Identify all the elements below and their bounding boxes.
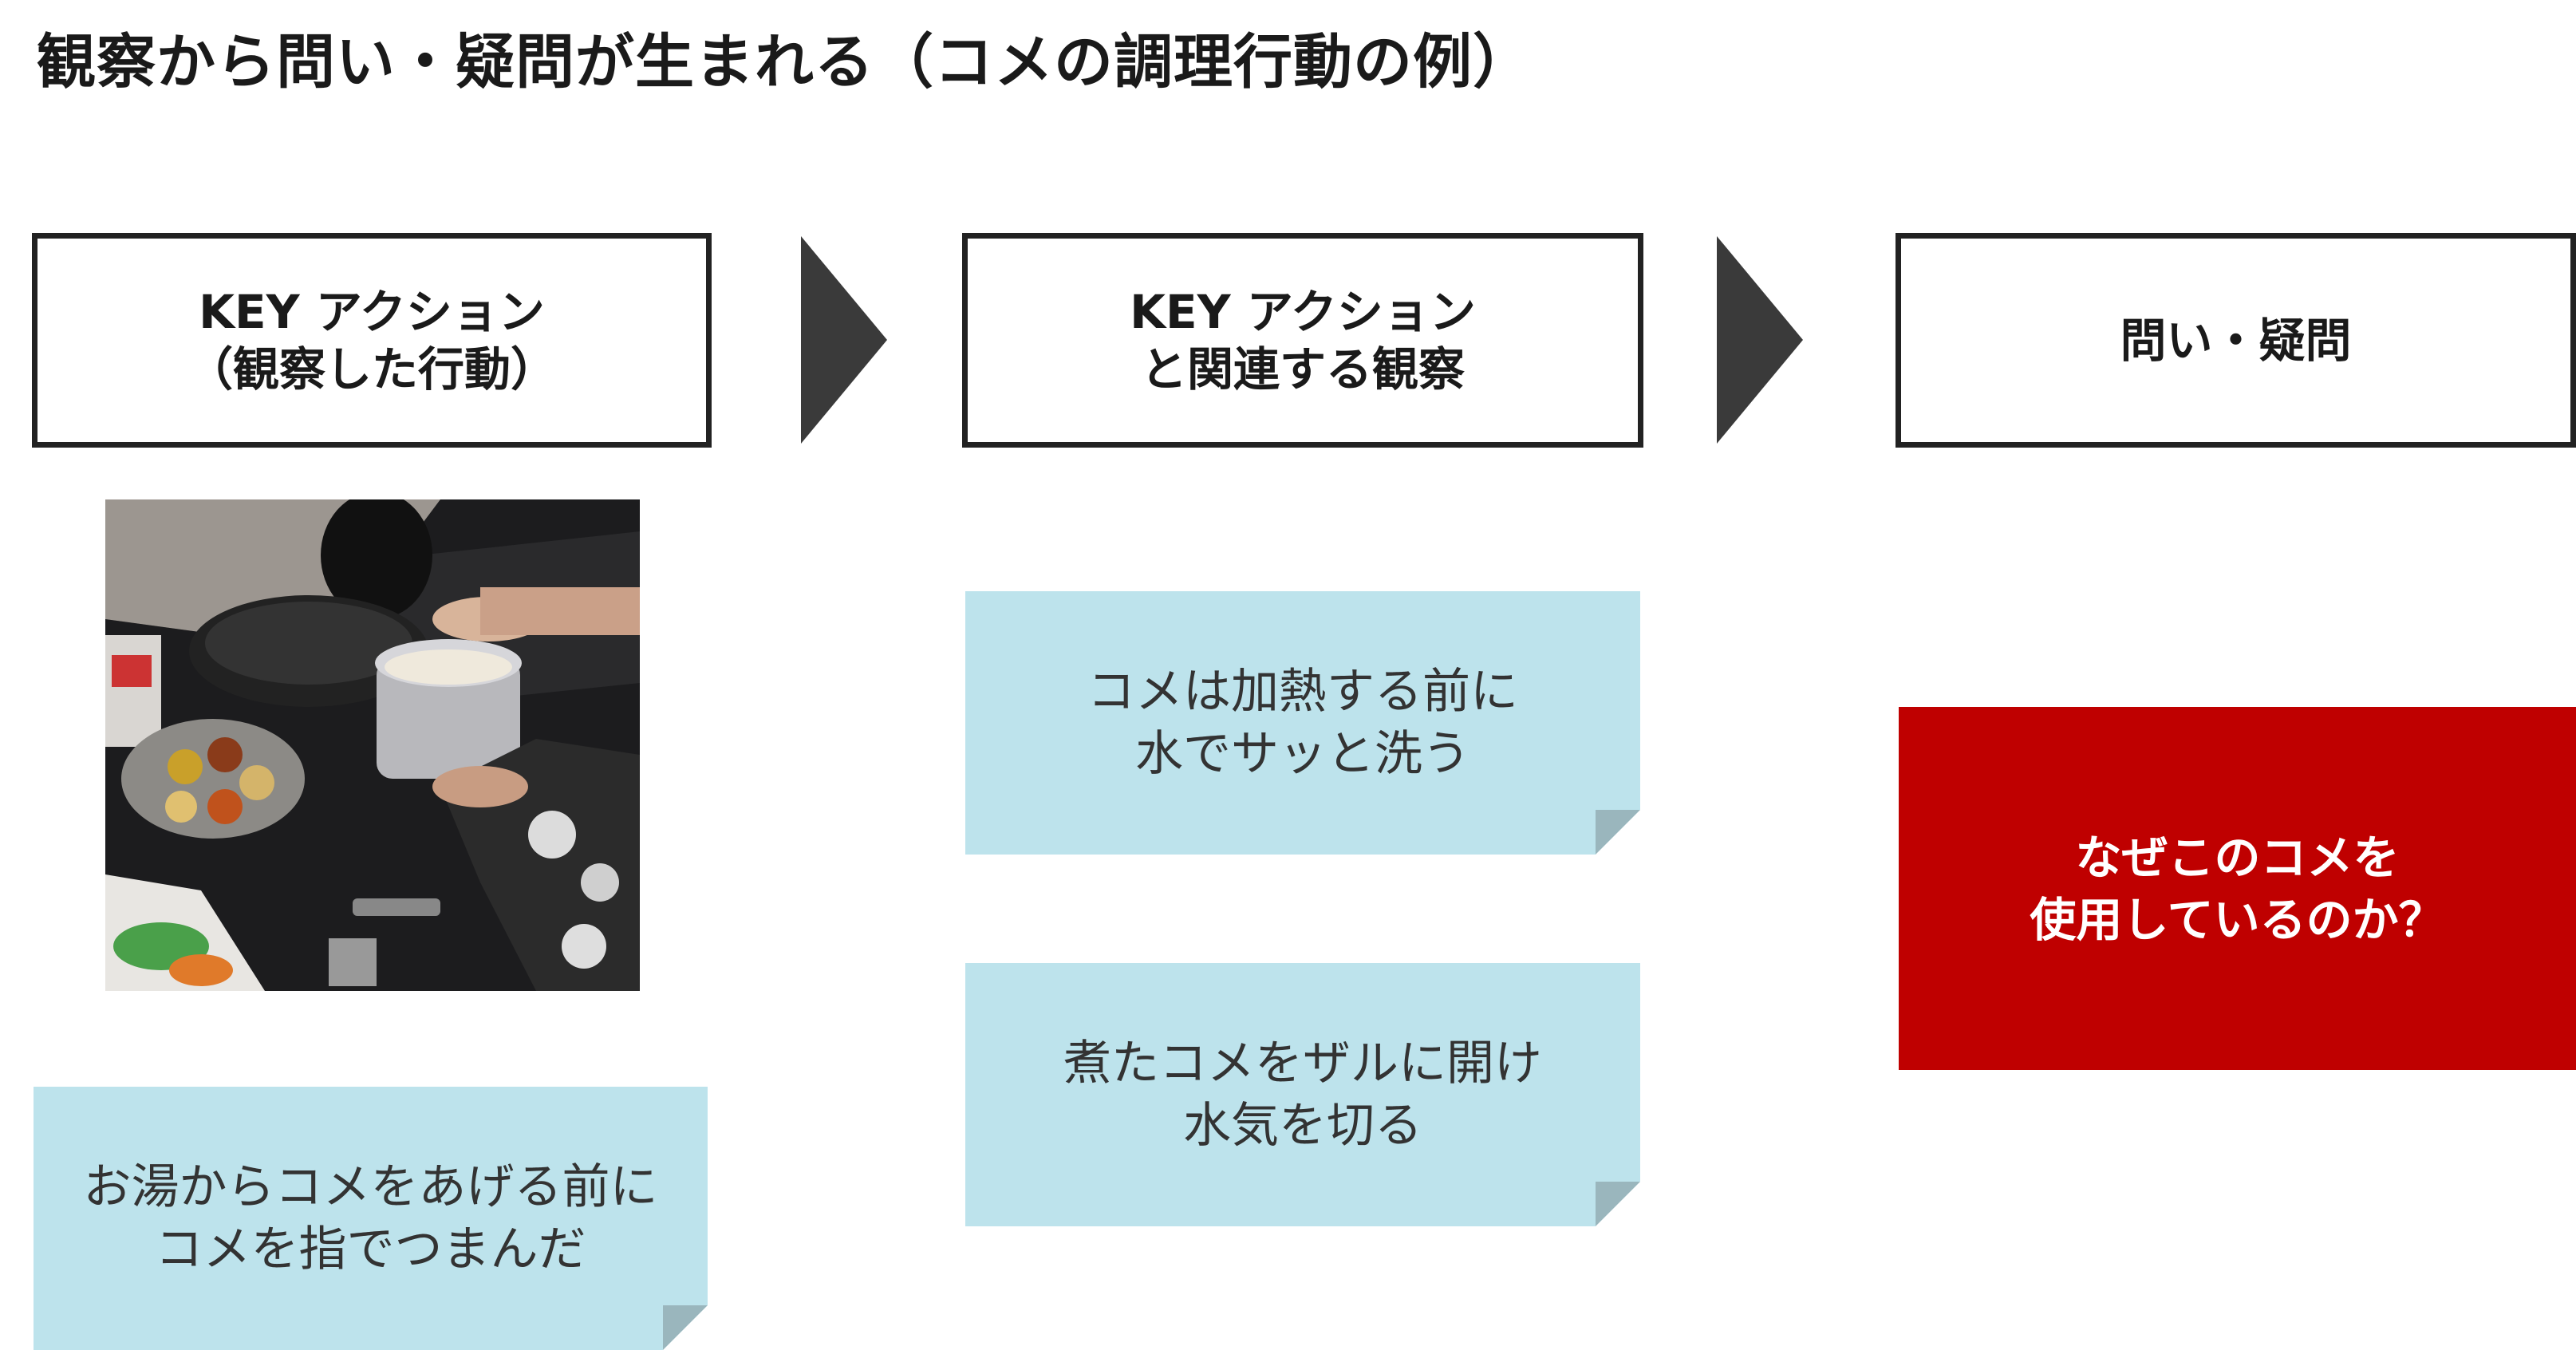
- related-observation-note: コメは加熱する前に 水でサッと洗う: [965, 591, 1640, 855]
- note-line-2: コメを指でつまんだ: [155, 1222, 586, 1277]
- header-line-2: と関連する観察: [1140, 341, 1465, 397]
- note-fold: [1596, 1182, 1640, 1226]
- header-line-1: KEY アクション: [199, 284, 545, 339]
- note-line-1: 煮たコメをザルに開け: [1063, 1036, 1542, 1091]
- note-line-2: 水でサッと洗う: [1135, 726, 1470, 782]
- header-question: 問い・疑問: [1896, 233, 2576, 448]
- note-fold: [663, 1305, 708, 1350]
- observed-action-note: お湯からコメをあげる前に コメを指でつまんだ: [34, 1087, 708, 1350]
- header-line-1: 問い・疑問: [2120, 313, 2352, 368]
- cooking-photo: [105, 499, 640, 991]
- header-key-action-related: KEY アクション と関連する観察: [962, 233, 1643, 448]
- header-key-action-observed: KEY アクション （観察した行動）: [32, 233, 712, 448]
- header-line-1: KEY アクション: [1130, 284, 1476, 339]
- header-line-2: （観察した行動）: [186, 341, 557, 397]
- related-observation-note: 煮たコメをザルに開け 水気を切る: [965, 963, 1640, 1226]
- note-line-1: お湯からコメをあげる前に: [83, 1159, 658, 1215]
- page-title: 観察から問い・疑問が生まれる（コメの調理行動の例）: [37, 28, 1533, 97]
- note-line-2: 水気を切る: [1183, 1098, 1422, 1154]
- chevron-right-icon: [801, 236, 887, 444]
- note-fold: [1596, 810, 1640, 855]
- question-box: なぜこのコメを 使用しているのか？: [1899, 707, 2576, 1070]
- note-line-1: コメは加熱する前に: [1087, 664, 1518, 720]
- question-line-1: なぜこのコメを: [2075, 830, 2400, 885]
- question-line-2: 使用しているのか？: [2030, 892, 2445, 947]
- chevron-right-icon: [1717, 236, 1803, 444]
